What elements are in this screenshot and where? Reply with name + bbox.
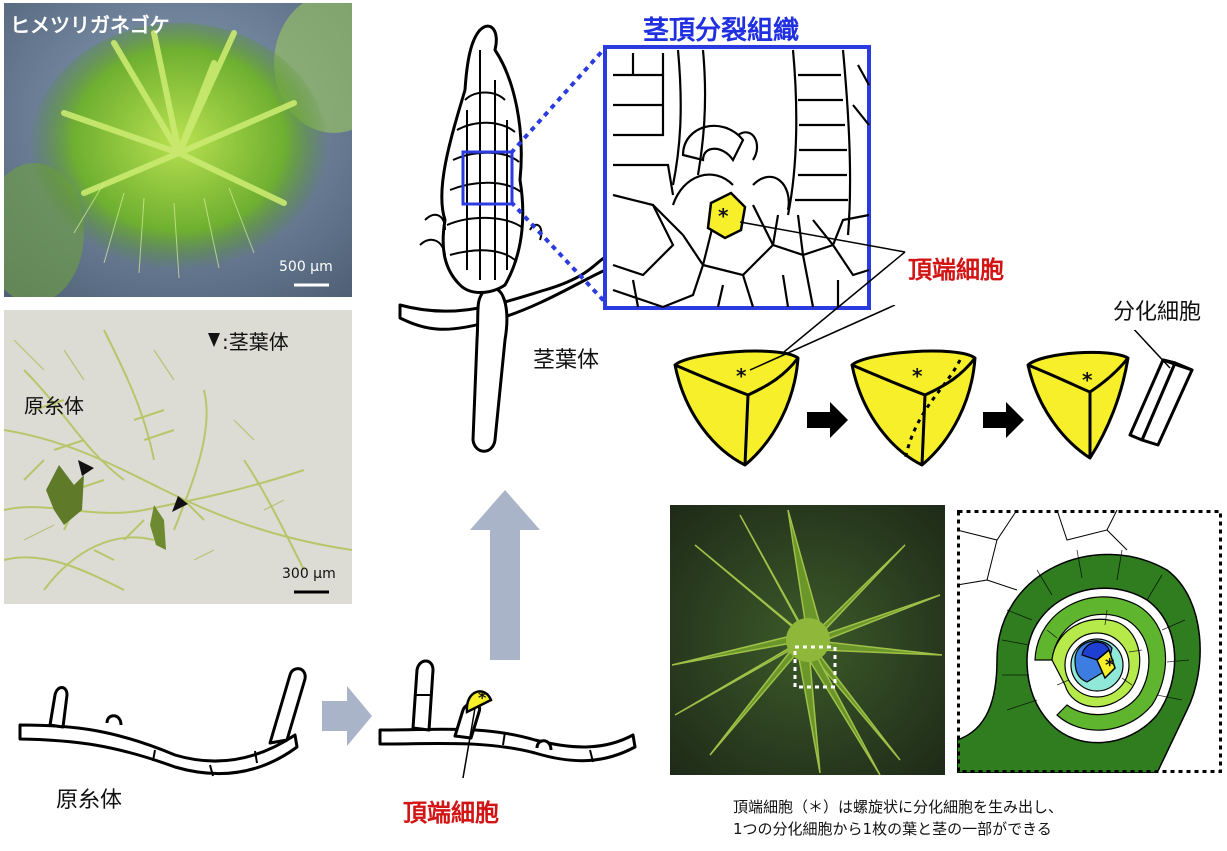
differentiated-cell — [1128, 358, 1194, 447]
moss-species-title: ヒメツリガネゴケ — [10, 13, 170, 37]
right-arrow-icon — [322, 686, 372, 746]
up-arrow-icon — [470, 490, 540, 660]
stage1-asterisk: * — [736, 364, 747, 388]
differentiated-cell-leader — [1133, 330, 1171, 369]
protonema-label: 原糸体 — [56, 788, 123, 813]
apical-cell-stage-2 — [850, 349, 977, 467]
apex-spiral-schematic — [957, 510, 1222, 773]
gametophore-drawing — [398, 24, 612, 453]
spiral-asterisk: * — [1105, 655, 1115, 676]
scale-bar-500: 500 µm — [279, 259, 333, 275]
protonema-drawing — [18, 667, 307, 777]
gametophore-top-image — [670, 505, 945, 775]
stage1-leader-line — [749, 305, 896, 371]
meristem-apical-asterisk: * — [718, 204, 729, 228]
stage2-asterisk: * — [912, 364, 923, 388]
caption-line-1: 頂端細胞（＊）は螺旋状に分化細胞を生み出し、 — [733, 798, 1064, 816]
stage3-asterisk: * — [1082, 368, 1093, 392]
moss-photo: ヒメツリガネゴケ 500 µm — [4, 3, 352, 297]
gametophore-legend: :茎葉体 — [222, 330, 289, 354]
differentiated-cell-label: 分化細胞 — [1113, 300, 1202, 325]
caption-line-2: 1つの分化細胞から1枚の葉と茎の一部ができる — [733, 820, 1052, 838]
apical-cell-stage-3 — [1026, 350, 1130, 460]
meristem-title: 茎頂分裂組織 — [643, 16, 800, 46]
bud-asterisk: * — [478, 688, 487, 707]
cell-division-sequence — [673, 330, 1194, 467]
meristem-panel — [603, 45, 871, 310]
gametophore-top-photo — [670, 505, 945, 775]
protonema-photo-label: 原糸体 — [24, 394, 84, 418]
bottom-apical-cell-label: 頂端細胞 — [403, 799, 499, 827]
gametophore-label: 茎葉体 — [533, 348, 600, 373]
arrow-right-2-icon — [983, 402, 1024, 438]
zoom-connector-lines — [509, 46, 607, 304]
protonema-photo: :茎葉体 原糸体 300 µm — [4, 310, 352, 604]
protonema-bud-drawing — [378, 659, 637, 779]
legend-triangle-icon — [208, 333, 220, 347]
protonema-photo-image — [4, 310, 352, 604]
scale-bar-300: 300 µm — [282, 566, 336, 582]
apical-cell-label: 頂端細胞 — [908, 256, 1004, 284]
gametophore-marker-2-icon — [172, 496, 188, 512]
gametophore-marker-1-icon — [78, 460, 94, 476]
apical-cell-stage-1 — [673, 349, 800, 467]
moss-photo-image — [4, 3, 352, 297]
arrow-right-1-icon — [807, 402, 848, 438]
